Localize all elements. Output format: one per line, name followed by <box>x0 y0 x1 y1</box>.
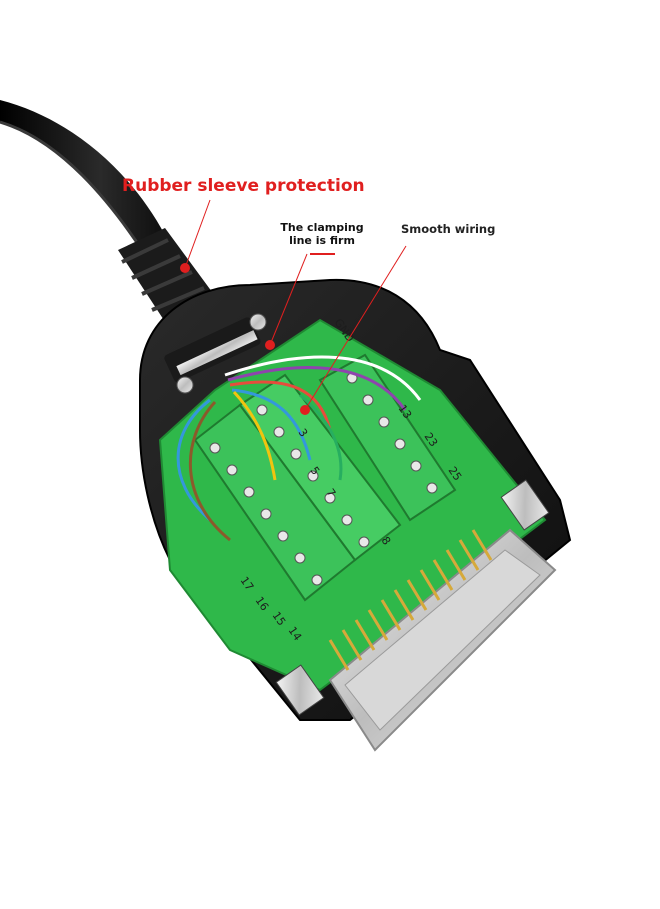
clamping-marker <box>265 340 275 350</box>
clamping-leader <box>269 253 308 346</box>
cable-clamp <box>164 313 267 394</box>
terminal-block-left <box>193 373 402 602</box>
rubber-sleeve-marker <box>180 263 190 273</box>
smooth-wiring-callout: Smooth wiring <box>401 222 496 236</box>
terminal-block-right <box>318 353 457 522</box>
housing-screws <box>275 479 550 716</box>
db25-plug <box>328 528 557 752</box>
rubber-sleeve-callout: Rubber sleeve protection <box>122 176 365 196</box>
callout-leaders <box>180 199 407 415</box>
clamping-callout: The clamping line is firm <box>279 221 365 247</box>
colored-wires <box>176 355 422 542</box>
rubber-sleeve-leader <box>184 199 211 269</box>
smooth-wiring-leader <box>304 245 407 411</box>
clamping-callout-line-2: line is firm <box>289 234 355 247</box>
clamping-callout-line-1: The clamping <box>280 221 364 234</box>
smooth-wiring-marker <box>300 405 310 415</box>
